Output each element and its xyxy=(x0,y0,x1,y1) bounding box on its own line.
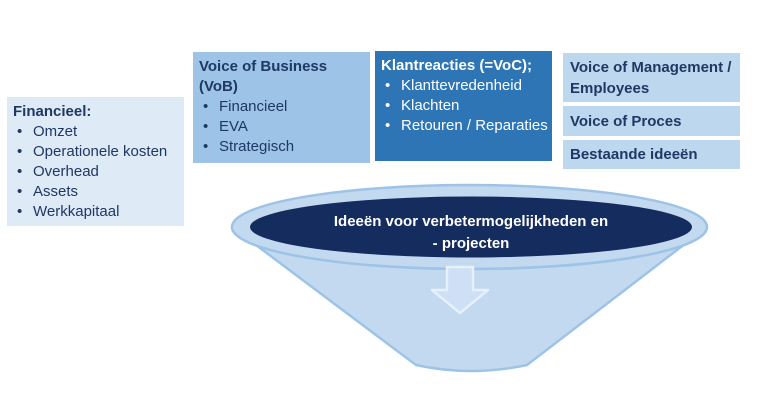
list-item: Financieel xyxy=(193,97,370,117)
klantreacties-box: Klantreacties (=VoC); Klanttevredenheid … xyxy=(375,51,552,161)
list-item: Assets xyxy=(7,182,184,202)
funnel-title-line1: Ideeën voor verbetermogelijkheden en xyxy=(333,213,609,230)
financieel-list: Omzet Operationele kosten Overhead Asset… xyxy=(7,122,184,222)
voice-of-management-label: Voice of Management / Employees xyxy=(570,58,732,97)
voice-of-business-header: Voice of Business (VoB) xyxy=(199,58,328,95)
funnel-graphic xyxy=(230,183,709,373)
voice-of-business-list: Financieel EVA Strategisch xyxy=(193,97,370,157)
funnel-top-ellipse xyxy=(250,196,692,258)
financieel-box: Financieel: Omzet Operationele kosten Ov… xyxy=(7,97,184,226)
voice-of-business-box: Voice of Business (VoB) Financieel EVA S… xyxy=(193,52,370,163)
bestaande-ideeen-box: Bestaande ideeën xyxy=(563,140,740,169)
list-item: Werkkapitaal xyxy=(7,202,184,222)
funnel-title-line2: - projecten xyxy=(432,235,510,252)
list-item: Klanttevredenheid xyxy=(375,76,552,96)
list-item: Omzet xyxy=(7,122,184,142)
list-item: EVA xyxy=(193,117,370,137)
list-item: Klachten xyxy=(375,96,552,116)
bestaande-ideeen-label: Bestaande ideeën xyxy=(570,146,698,163)
list-item: Operationele kosten xyxy=(7,142,184,162)
list-item: Strategisch xyxy=(193,137,370,157)
arrow-down-icon xyxy=(430,265,490,315)
klantreacties-header: Klantreacties (=VoC); xyxy=(381,57,533,74)
list-item: Retouren / Reparaties xyxy=(375,116,552,136)
financieel-header: Financieel: xyxy=(13,103,92,120)
funnel-title: Ideeën voor verbetermogelijkheden en - p… xyxy=(251,211,691,255)
klantreacties-list: Klanttevredenheid Klachten Retouren / Re… xyxy=(375,76,552,136)
voice-of-management-box: Voice of Management / Employees xyxy=(563,53,740,102)
list-item: Overhead xyxy=(7,162,184,182)
voice-of-proces-box: Voice of Proces xyxy=(563,106,740,136)
voice-of-proces-label: Voice of Proces xyxy=(570,112,682,130)
